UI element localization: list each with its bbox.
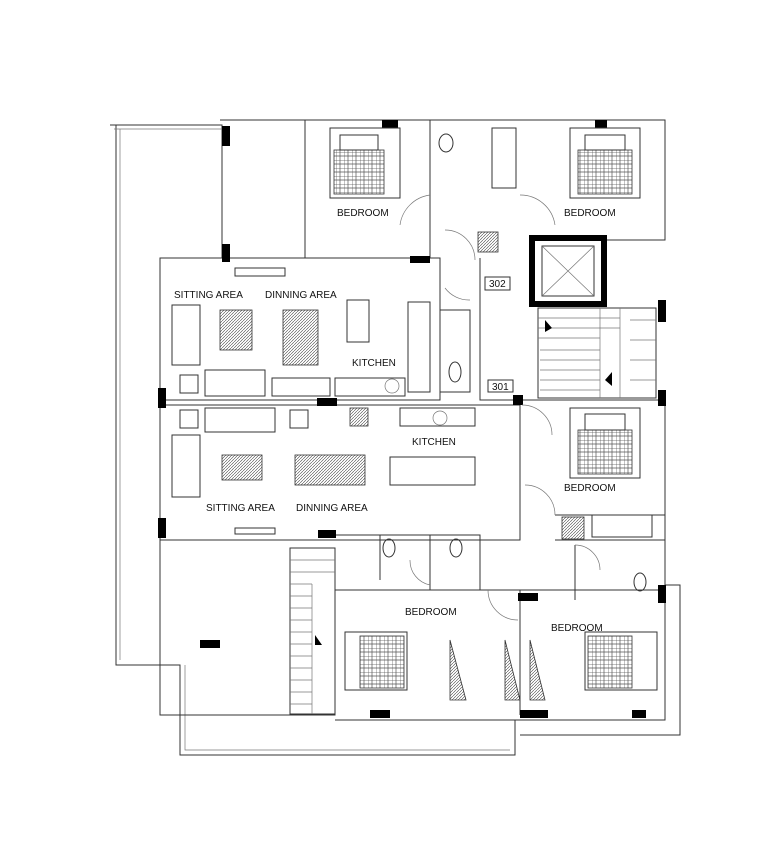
staircase-right [537, 307, 657, 399]
label-bedroom-top-left: BEDROOM [337, 208, 389, 219]
label-sitting-area-302: SITTING AREA [174, 290, 243, 301]
bed-right-mid [569, 407, 641, 479]
unit-302-text: 302 [489, 279, 506, 290]
unit-number-302: 302 [484, 276, 511, 291]
label-bedroom-bottom-center: BEDROOM [405, 607, 457, 618]
elevator-shaft [529, 235, 607, 307]
bed-bottom-center [344, 631, 408, 691]
bathroom-fixtures [382, 127, 653, 592]
label-bedroom-bottom-right: BEDROOM [551, 623, 603, 634]
staircase-left [289, 547, 336, 715]
doors [399, 194, 601, 701]
bed-top-right [569, 127, 641, 199]
room-labels: BEDROOM BEDROOM SITTING AREA DINNING ARE… [174, 208, 616, 634]
unit-number-301: 301 [487, 379, 514, 393]
label-kitchen-302: KITCHEN [352, 358, 396, 369]
furniture-302 [171, 267, 471, 397]
unit-301-text: 301 [492, 382, 509, 393]
bed-bottom-right [584, 631, 658, 691]
structural-columns [158, 120, 666, 718]
label-dinning-area-302: DINNING AREA [265, 290, 337, 301]
label-bedroom-top-right: BEDROOM [564, 208, 616, 219]
label-bedroom-right-mid: BEDROOM [564, 483, 616, 494]
label-dinning-area-301: DINNING AREA [296, 503, 368, 514]
furniture-301 [171, 407, 476, 535]
label-kitchen-301: KITCHEN [412, 437, 456, 448]
label-sitting-area-301: SITTING AREA [206, 503, 275, 514]
bed-top-left [329, 127, 401, 199]
